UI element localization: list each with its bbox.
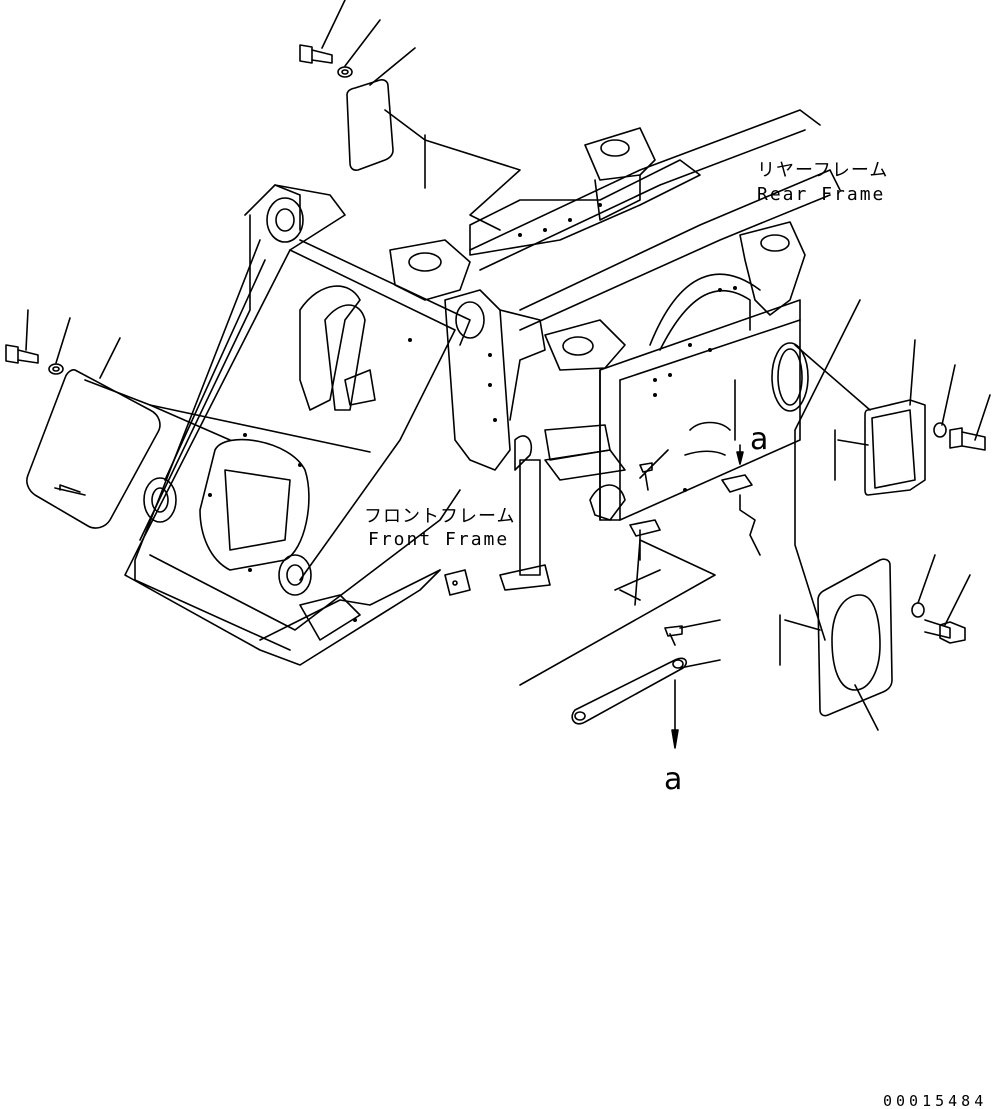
front-frame [124, 184, 551, 666]
drawing-number: 00015484 [883, 1092, 988, 1109]
lock-bar-assembly [519, 539, 721, 749]
rear-frame [389, 109, 841, 521]
rear-frame-label-en: Rear Frame [757, 184, 886, 205]
left-cover-assembly [5, 309, 371, 529]
top-cover-assembly [299, 0, 521, 231]
front-frame-label-jp: フロントフレーム [364, 506, 516, 527]
view-mark-lower: a [664, 762, 683, 797]
small-parts [444, 421, 761, 596]
front-frame-label-en: Front Frame [368, 529, 510, 550]
right-lower-cover-assembly [779, 299, 971, 731]
right-upper-cover-assembly [734, 339, 991, 496]
rear-frame-label-jp: リヤーフレーム [757, 160, 889, 181]
view-mark-upper: a [750, 422, 769, 457]
